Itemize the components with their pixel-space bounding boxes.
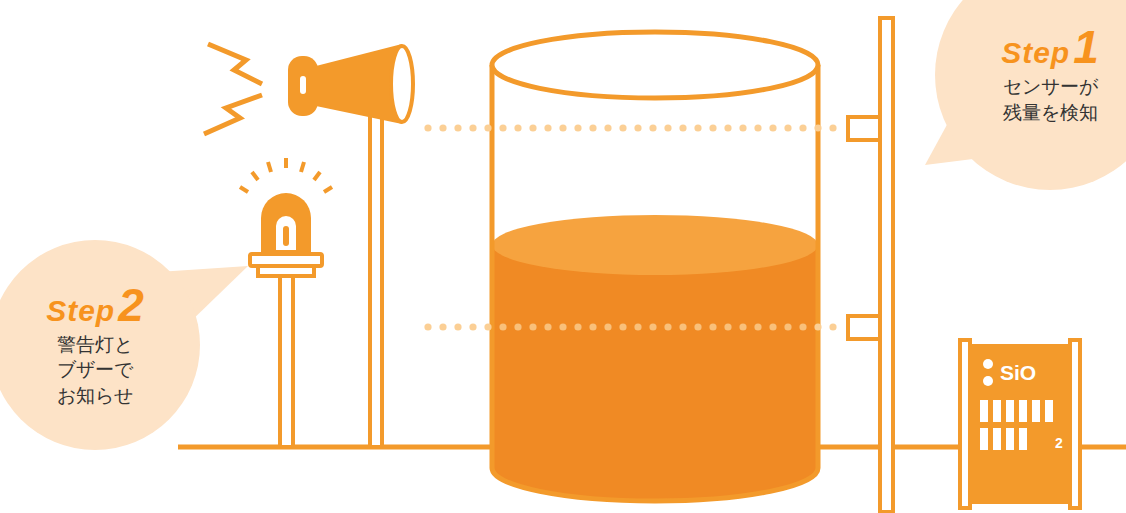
level-dot <box>694 323 701 330</box>
warning-light-pole <box>280 276 293 447</box>
level-dot <box>814 124 821 131</box>
level-dot <box>544 323 551 330</box>
level-dot <box>769 124 776 131</box>
level-dot <box>769 323 776 330</box>
level-dot <box>514 124 521 131</box>
level-dot <box>529 124 536 131</box>
level-dot <box>739 323 746 330</box>
level-dot <box>679 323 686 330</box>
step-heading: Step1 <box>1001 24 1099 70</box>
warning-light <box>240 158 332 276</box>
level-dot <box>439 323 446 330</box>
level-dot <box>829 323 836 330</box>
level-dot <box>559 124 566 131</box>
level-dot <box>439 124 446 131</box>
level-dot <box>499 323 506 330</box>
level-dot <box>589 323 596 330</box>
level-dot <box>469 124 476 131</box>
level-dotted-lines <box>424 124 836 330</box>
level-dot <box>664 323 671 330</box>
level-dot <box>424 323 431 330</box>
level-dot <box>529 323 536 330</box>
level-dot <box>709 323 716 330</box>
step-number: 2 <box>118 282 144 328</box>
level-dot <box>709 124 716 131</box>
level-dot <box>724 323 731 330</box>
sensor-pole <box>848 18 893 512</box>
level-dot <box>754 124 761 131</box>
level-dot <box>619 124 626 131</box>
level-dot <box>739 124 746 131</box>
step-description: センサーが 残量を検知 <box>988 74 1112 125</box>
level-dot <box>829 124 836 131</box>
level-dot <box>544 124 551 131</box>
level-dot <box>664 124 671 131</box>
level-dot <box>499 124 506 131</box>
step-description: 警告灯と ブザーで お知らせ <box>45 332 145 409</box>
lightning-bolt <box>204 95 262 134</box>
level-dot <box>754 323 761 330</box>
level-dot <box>484 323 491 330</box>
level-dot <box>589 124 596 131</box>
level-dot <box>619 323 626 330</box>
step-label: Step <box>46 294 115 328</box>
lightning-bolt <box>208 44 262 84</box>
level-dot <box>694 124 701 131</box>
level-dot <box>574 124 581 131</box>
step-number: 1 <box>1073 24 1099 70</box>
level-dot <box>814 323 821 330</box>
device-brand: SiO <box>1000 362 1036 383</box>
level-dot <box>424 124 431 131</box>
device-number: 2 <box>1055 436 1063 450</box>
step-heading: Step2 <box>46 282 144 328</box>
level-dot <box>454 323 461 330</box>
level-dot <box>604 323 611 330</box>
level-dot <box>634 323 641 330</box>
level-dot <box>484 124 491 131</box>
level-dot <box>634 124 641 131</box>
buzzer-pole <box>370 112 382 447</box>
level-dot <box>799 124 806 131</box>
level-dot <box>574 323 581 330</box>
level-dot <box>784 323 791 330</box>
level-dot <box>514 323 521 330</box>
level-dot <box>454 124 461 131</box>
tank <box>492 32 818 501</box>
level-dot <box>799 323 806 330</box>
step-bubble: Step1センサーが 残量を検知 <box>935 0 1126 190</box>
step-bubble: Step2警告灯と ブザーで お知らせ <box>0 240 200 450</box>
level-dot <box>649 124 656 131</box>
level-dot <box>784 124 791 131</box>
level-dot <box>679 124 686 131</box>
step-label: Step <box>1001 36 1070 70</box>
level-dot <box>649 323 656 330</box>
buzzer-megaphone <box>288 44 413 124</box>
level-dot <box>559 323 566 330</box>
level-dot <box>724 124 731 131</box>
sio-device: SiO 2 <box>958 340 1082 508</box>
level-dot <box>469 323 476 330</box>
level-dot <box>604 124 611 131</box>
